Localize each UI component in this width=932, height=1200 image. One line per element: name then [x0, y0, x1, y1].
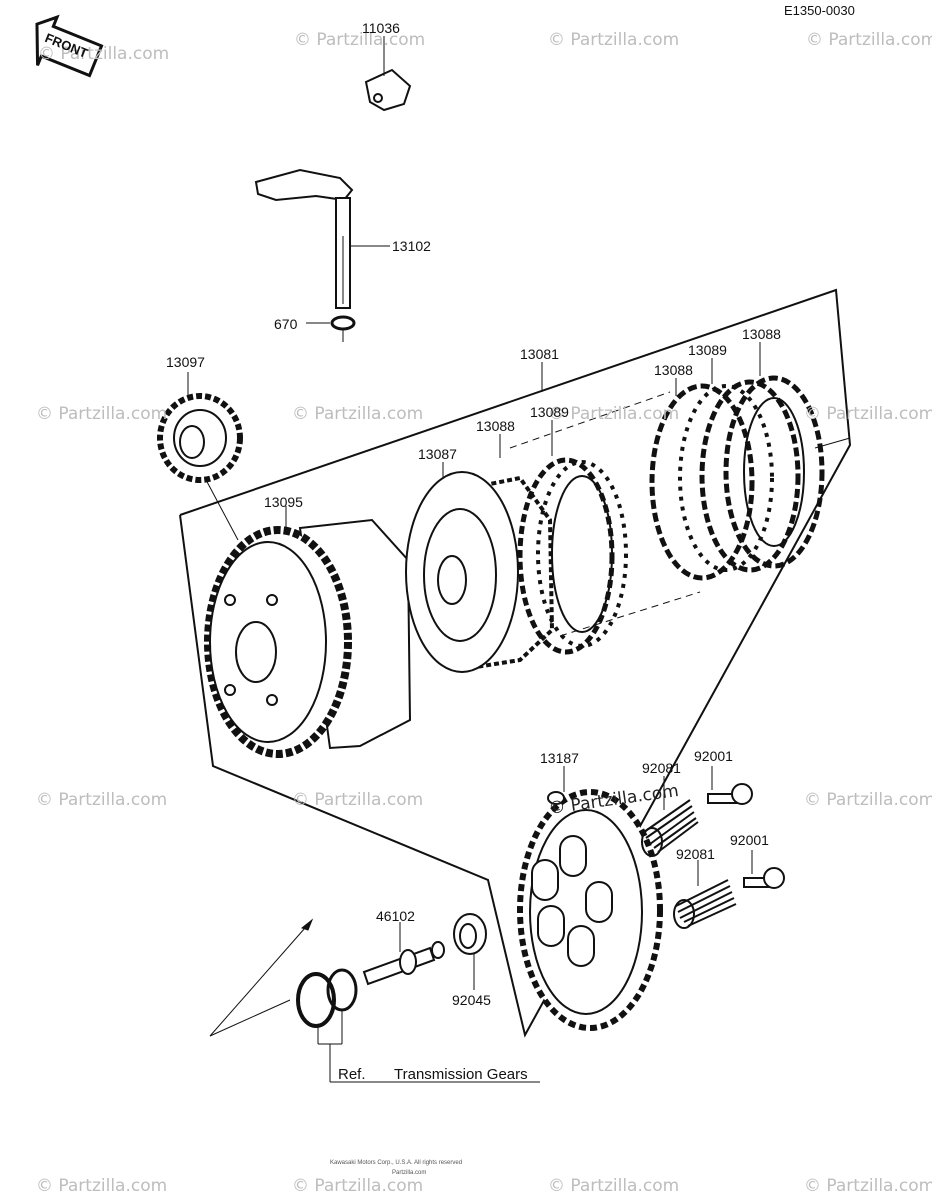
clutch-plate-stack [649, 375, 825, 581]
bolt-92001-lower [743, 867, 785, 889]
alignment-lines [509, 391, 701, 637]
watermark: © Partzilla.com [36, 790, 168, 810]
watermark: © Partzilla.com [804, 1176, 932, 1196]
gear-13097 [157, 393, 243, 483]
clutch-housing-13095 [204, 518, 412, 758]
part-number-92045: 92045 [452, 992, 491, 1008]
watermark: © Partzilla.com [548, 30, 680, 50]
arrow-line [814, 437, 851, 449]
watermark: © Partzilla.com [294, 30, 426, 50]
watermark: © Partzilla.com [292, 404, 424, 424]
bolt-92001-upper [707, 783, 753, 805]
part-number-670: 670 [274, 316, 298, 332]
reference-target: Transmission Gears [394, 1066, 528, 1083]
watermark: © Partzilla.com [548, 1176, 680, 1196]
clutch-plates-front [517, 457, 628, 655]
bearing-92045 [453, 913, 487, 955]
diagram-code: E1350-0030 [784, 3, 855, 18]
bracket-11036 [364, 68, 412, 112]
part-number-92081: 92081 [642, 760, 681, 776]
part-number-92081: 92081 [676, 846, 715, 862]
part-number-13087: 13087 [418, 446, 457, 462]
copyright-line: Partzilla.com [392, 1170, 427, 1176]
watermark: © Partzilla.com [38, 44, 170, 64]
watermark: © Partzilla.com [804, 790, 932, 810]
assembly-outline [179, 288, 852, 1038]
clutch-hub-13087 [405, 471, 555, 673]
reference-bracket [209, 918, 540, 1083]
part-number-13088: 13088 [654, 362, 693, 378]
pressure-plate-13187 [517, 789, 663, 1031]
part-number-46102: 46102 [376, 908, 415, 924]
copyright-line: Kawasaki Motors Corp., U.S.A. All rights… [330, 1160, 463, 1166]
watermark: © Partzilla.com [292, 790, 424, 810]
watermark: © Partzilla.com [804, 404, 932, 424]
part-number-13187: 13187 [540, 750, 579, 766]
front-arrow-icon [35, 14, 104, 78]
thrust-washers [296, 968, 358, 1028]
part-number-13089: 13089 [688, 342, 727, 358]
part-number-92001: 92001 [694, 748, 733, 764]
watermark: © Partzilla.com [806, 30, 932, 50]
watermark: © Partzilla.com [36, 404, 168, 424]
watermark: © Partzilla.com [36, 1176, 168, 1196]
release-lever-13102 [254, 168, 354, 309]
part-number-13095: 13095 [264, 494, 303, 510]
part-number-13097: 13097 [166, 354, 205, 370]
push-rod-46102 [362, 941, 445, 986]
arrow-line [204, 477, 239, 541]
part-number-13088: 13088 [742, 326, 781, 342]
part-number-13102: 13102 [392, 238, 431, 254]
spring-92081-upper [641, 799, 699, 857]
part-number-13081: 13081 [520, 346, 559, 362]
part-number-13089: 13089 [530, 404, 569, 420]
watermark: © Partzilla.com [548, 404, 680, 424]
o-ring-670 [330, 315, 356, 331]
part-number-13088: 13088 [476, 418, 515, 434]
spring-92081-lower [673, 879, 737, 929]
part-number-92001: 92001 [730, 832, 769, 848]
watermark: © Partzilla.com [292, 1176, 424, 1196]
reference-label: Ref. [338, 1066, 366, 1083]
part-number-11036: 11036 [362, 20, 400, 36]
